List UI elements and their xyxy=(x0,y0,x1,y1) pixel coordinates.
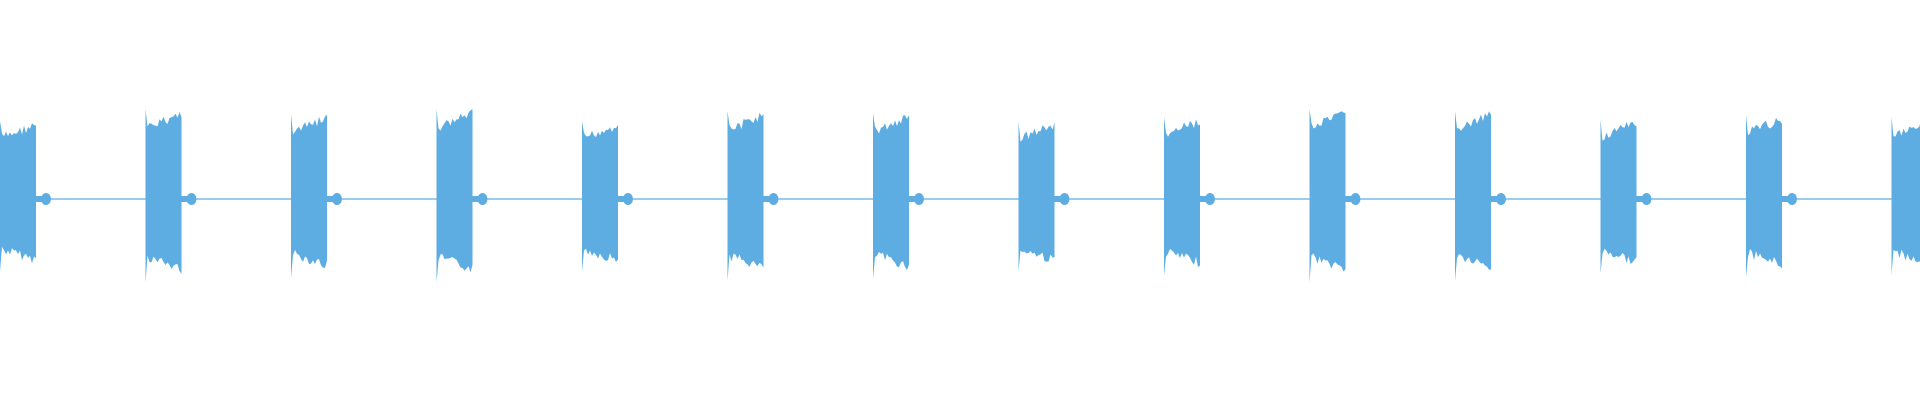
waveform-burst-tail-bar xyxy=(36,196,50,202)
waveform-burst xyxy=(1891,117,1920,276)
waveform-burst-tail-bar xyxy=(1200,196,1214,202)
waveform-burst xyxy=(291,114,327,279)
waveform-burst xyxy=(1455,111,1491,281)
waveform-burst xyxy=(1309,109,1346,283)
waveform-burst-tail-bar xyxy=(763,196,778,202)
waveform-burst xyxy=(1746,115,1782,278)
waveform-burst xyxy=(1164,117,1200,276)
waveform-burst-tail-bar xyxy=(1782,196,1796,202)
waveform-burst xyxy=(1018,121,1055,272)
waveform-burst-tail-bar xyxy=(1054,196,1069,202)
waveform-burst xyxy=(145,109,182,283)
waveform-burst-tail-bar xyxy=(1636,196,1651,202)
waveform-burst xyxy=(582,121,618,272)
waveform-burst-tail-bar xyxy=(1491,196,1505,202)
waveform-burst-tail-bar xyxy=(472,196,487,202)
waveform-burst-tail-bar xyxy=(327,196,341,202)
waveform-burst xyxy=(873,113,909,280)
waveform-bursts xyxy=(0,109,1920,283)
waveform-burst xyxy=(436,109,473,283)
waveform-burst xyxy=(727,111,764,281)
waveform-burst-tail-bar xyxy=(909,196,923,202)
waveform-burst-tail-bar xyxy=(181,196,196,202)
waveform-burst-tail-bar xyxy=(1345,196,1360,202)
waveform-burst-tail-bar xyxy=(618,196,632,202)
waveform-burst xyxy=(1600,119,1637,274)
waveform-burst xyxy=(0,121,36,272)
